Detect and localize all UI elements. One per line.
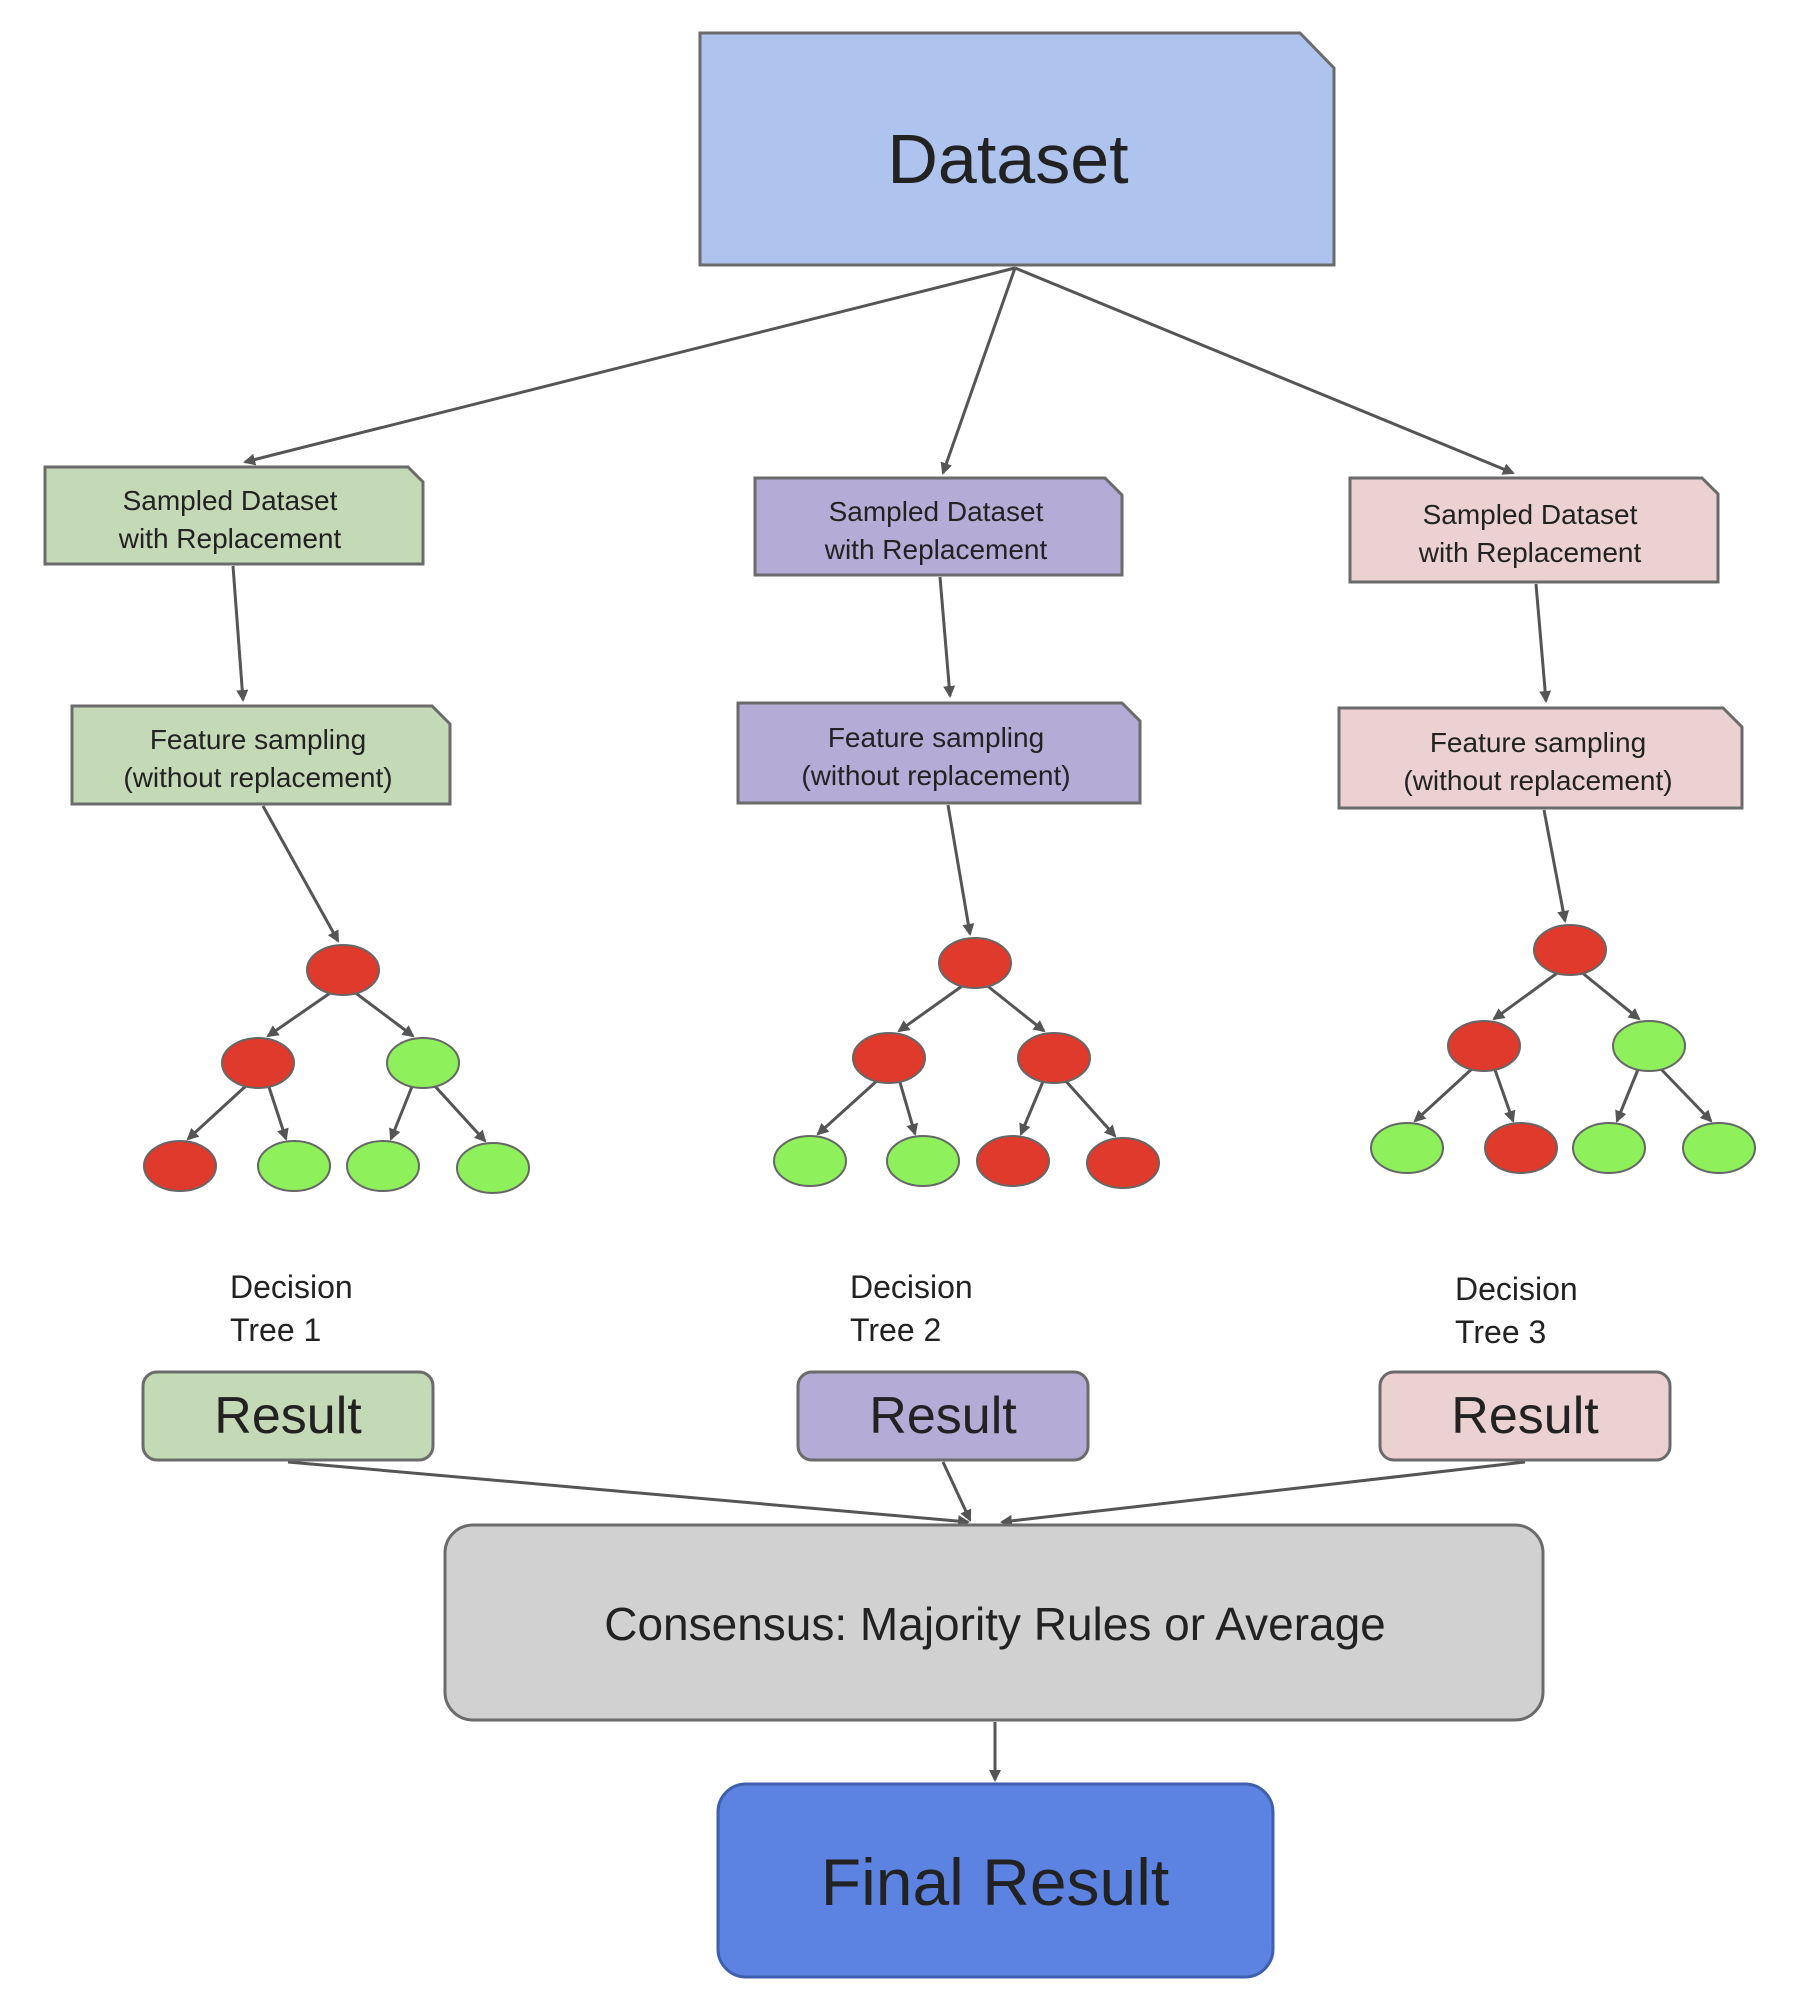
- tree-2-leaf-node-4: [1086, 1137, 1160, 1189]
- feature-sampling-box-2: [736, 701, 1142, 805]
- tree-2-leaf-node-3: [976, 1135, 1050, 1187]
- tree-1-leaf-node-4: [456, 1142, 530, 1194]
- arrow-child-to-leaf-1-3: [389, 1083, 415, 1141]
- tree-3-child-node-1: [1447, 1020, 1521, 1072]
- arrow-result-1-to-consensus: [287, 1460, 970, 1528]
- arrow-child-to-leaf-1-4: [431, 1082, 487, 1143]
- arrow-root-to-child-1-1: [266, 989, 334, 1038]
- final-result-label: Final Result: [821, 1845, 1169, 1919]
- tree-3-leaf-node-3: [1572, 1122, 1646, 1174]
- result-box-1: [141, 1370, 435, 1462]
- branch-1: Sampled Dataset with Replacement Feature…: [43, 465, 530, 1462]
- arrow-root-to-child-1-2: [352, 989, 415, 1038]
- arrow-root-to-child-2-1: [897, 982, 966, 1033]
- result-box-3: [1378, 1370, 1672, 1462]
- arrow-root-to-child-3-2: [1579, 969, 1641, 1021]
- sampled-dataset-line1-3: Sampled Dataset: [1423, 499, 1638, 530]
- feature-sampling-box-1: [70, 704, 452, 806]
- result-label-1: Result: [214, 1387, 362, 1445]
- tree-3-root-node: [1533, 924, 1607, 976]
- arrow-child-to-leaf-3-2: [1492, 1066, 1516, 1123]
- tree-1-child-node-2: [386, 1037, 460, 1089]
- dataset-label: Dataset: [887, 120, 1128, 198]
- arrow-child-to-leaf-2-2: [897, 1078, 918, 1136]
- tree-1-leaf-node-1: [143, 1140, 217, 1192]
- edges: [186, 266, 1713, 1782]
- consensus-box: Consensus: Majority Rules or Average: [443, 1523, 1545, 1722]
- tree-2-child-node-2: [1017, 1032, 1091, 1084]
- sampled-dataset-box-1: [43, 465, 425, 566]
- decision-tree-label-line1-2: Decision: [850, 1269, 973, 1305]
- decision-tree-label-line2-2: Tree 2: [850, 1312, 941, 1348]
- decision-tree-2: [773, 937, 1160, 1189]
- tree-1-child-node-1: [221, 1037, 295, 1089]
- arrow-child-to-leaf-1-2: [266, 1083, 289, 1141]
- decision-tree-label-line1-3: Decision: [1455, 1271, 1578, 1307]
- arrow-child-to-leaf-3-1: [1413, 1065, 1476, 1123]
- arrow-child-to-leaf-2-4: [1062, 1077, 1117, 1138]
- decision-tree-1: [143, 944, 530, 1194]
- tree-2-child-node-1: [852, 1032, 926, 1084]
- arrow-result-2-to-consensus: [941, 1461, 972, 1522]
- result-label-2: Result: [869, 1387, 1017, 1445]
- tree-2-leaf-node-1: [773, 1135, 847, 1187]
- sampled-dataset-box-3: [1348, 476, 1720, 584]
- tree-3-leaf-node-4: [1682, 1122, 1756, 1174]
- dataset-box: Dataset: [698, 31, 1336, 267]
- result-box-2: [796, 1370, 1090, 1462]
- arrow-child-to-leaf-3-3: [1615, 1066, 1641, 1123]
- tree-2-root-node: [938, 937, 1012, 989]
- sampled-dataset-line1-2: Sampled Dataset: [829, 496, 1044, 527]
- feature-sampling-line2-2: (without replacement): [801, 760, 1070, 791]
- tree-3-leaf-node-2: [1484, 1122, 1558, 1174]
- sampled-dataset-line2-3: with Replacement: [1418, 537, 1642, 568]
- tree-3-leaf-node-1: [1370, 1122, 1444, 1174]
- feature-sampling-line1-3: Feature sampling: [1430, 727, 1646, 758]
- decision-tree-label-line2-1: Tree 1: [230, 1312, 321, 1348]
- arrow-feature-to-tree-3: [1542, 809, 1570, 923]
- arrow-dataset-to-sampled-2: [940, 267, 1017, 475]
- arrow-sampled-to-feature-3: [1534, 583, 1552, 703]
- sampled-dataset-box-2: [753, 476, 1124, 577]
- decision-tree-label-line1-1: Decision: [230, 1269, 353, 1305]
- sampled-dataset-line2-2: with Replacement: [824, 534, 1048, 565]
- final-result-box: Final Result: [716, 1782, 1275, 1979]
- tree-1-leaf-node-3: [346, 1140, 420, 1192]
- branch-3: Sampled Dataset with Replacement Feature…: [1337, 476, 1756, 1462]
- arrow-child-to-leaf-3-4: [1657, 1065, 1713, 1123]
- arrow-child-to-leaf-2-3: [1019, 1078, 1046, 1136]
- feature-sampling-box-3: [1337, 706, 1744, 810]
- arrow-child-to-leaf-1-1: [186, 1082, 250, 1141]
- decision-tree-label-line2-3: Tree 3: [1455, 1314, 1546, 1350]
- arrow-dataset-to-sampled-1: [243, 266, 1016, 466]
- tree-1-root-node: [306, 944, 380, 996]
- arrow-sampled-to-feature-2: [938, 576, 956, 698]
- arrow-feature-to-tree-1: [261, 805, 340, 943]
- decision-tree-3: [1370, 924, 1756, 1174]
- arrow-root-to-child-2-2: [984, 982, 1046, 1033]
- arrow-child-to-leaf-2-1: [816, 1077, 881, 1136]
- feature-sampling-line2-3: (without replacement): [1403, 765, 1672, 796]
- tree-1-leaf-node-2: [257, 1140, 331, 1192]
- arrow-feature-to-tree-2: [946, 804, 975, 936]
- feature-sampling-line1-1: Feature sampling: [150, 724, 366, 755]
- sampled-dataset-line2-1: with Replacement: [118, 523, 342, 554]
- feature-sampling-line2-1: (without replacement): [123, 762, 392, 793]
- tree-2-leaf-node-2: [886, 1135, 960, 1187]
- arrow-dataset-to-sampled-3: [1014, 266, 1515, 475]
- arrow-result-3-to-consensus: [1000, 1460, 1526, 1527]
- arrow-root-to-child-3-1: [1492, 969, 1561, 1021]
- sampled-dataset-line1-1: Sampled Dataset: [123, 485, 338, 516]
- arrow-sampled-to-feature-1: [231, 565, 249, 702]
- consensus-label: Consensus: Majority Rules or Average: [604, 1598, 1386, 1650]
- branch-2: Sampled Dataset with Replacement Feature…: [736, 476, 1160, 1462]
- tree-3-child-node-2: [1612, 1020, 1686, 1072]
- feature-sampling-line1-2: Feature sampling: [828, 722, 1044, 753]
- result-label-3: Result: [1451, 1387, 1599, 1445]
